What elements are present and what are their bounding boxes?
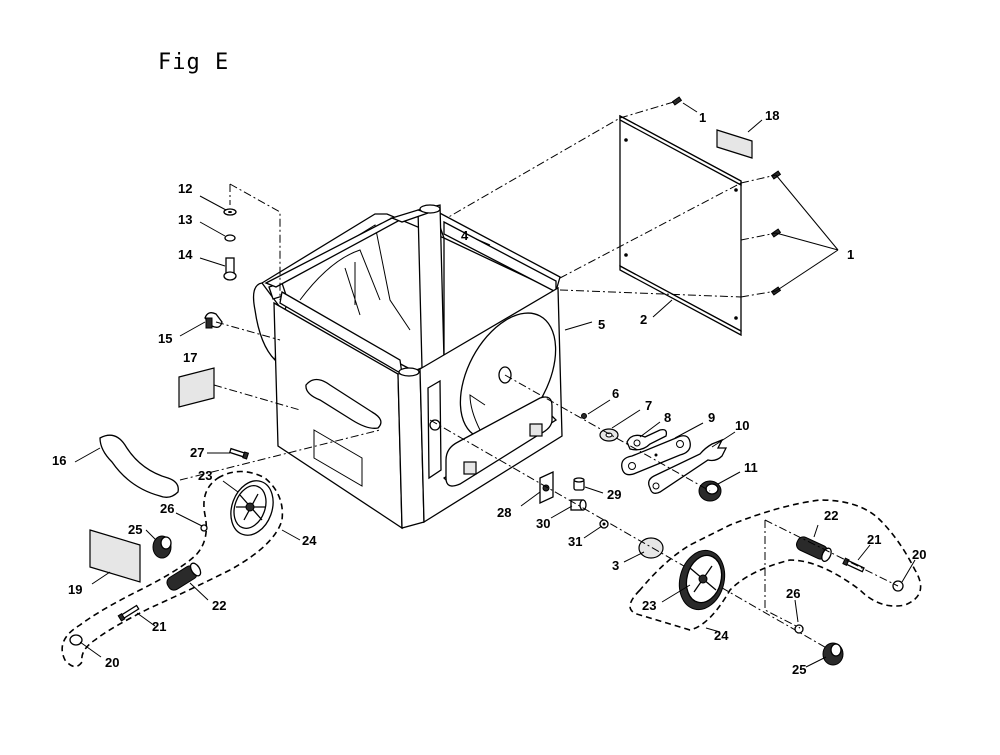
callout-7: 7 (645, 398, 652, 413)
washer-26-left (200, 524, 208, 532)
callout-26-left: 26 (160, 501, 174, 516)
figure-title: Fig E (158, 50, 230, 75)
callout-9: 9 (708, 410, 715, 425)
wrench-8 (626, 428, 668, 451)
bushing-30 (570, 499, 587, 511)
callout-22-left: 22 (212, 598, 226, 613)
callout-11: 11 (744, 460, 758, 475)
pin-21-right (842, 557, 865, 573)
button-29 (573, 477, 585, 491)
handle-16 (99, 434, 179, 498)
callout-26-right: 26 (786, 586, 800, 601)
grip-22-right (796, 536, 832, 562)
callout-5: 5 (598, 317, 605, 332)
small-screw-6 (581, 413, 587, 419)
callout-13: 13 (178, 212, 192, 227)
callout-28: 28 (497, 505, 511, 520)
callout-20-left: 20 (105, 655, 119, 670)
callout-21-right: 21 (867, 532, 881, 547)
callout-23-left: 23 (198, 468, 212, 483)
callout-12: 12 (178, 181, 192, 196)
pin-21-left (117, 604, 140, 622)
bolt-14 (223, 257, 237, 281)
cap-20-left (69, 634, 83, 646)
rear-panel (619, 114, 742, 337)
callout-6: 6 (612, 386, 619, 401)
washer-7 (599, 428, 619, 442)
label-19 (89, 529, 141, 583)
callout-14: 14 (178, 247, 193, 262)
cabinet (252, 204, 563, 530)
callout-10: 10 (735, 418, 749, 433)
knob-25-left (152, 535, 172, 559)
handwheel-left (230, 480, 274, 536)
callout-15: 15 (158, 331, 172, 346)
callout-3: 3 (612, 558, 619, 573)
callout-1-side: 1 (847, 247, 854, 262)
callout-20-right: 20 (912, 547, 926, 562)
washer-3 (638, 537, 664, 559)
callout-8: 8 (664, 410, 671, 425)
callout-23-right: 23 (642, 598, 656, 613)
callout-30: 30 (536, 516, 550, 531)
callout-2: 2 (640, 312, 647, 327)
grip-22-left (166, 562, 202, 591)
callout-1-top: 1 (699, 110, 706, 125)
callout-18: 18 (765, 108, 779, 123)
label-17 (178, 367, 215, 408)
label-18 (716, 129, 753, 159)
washer-26-right (794, 624, 804, 634)
callout-24-right: 24 (714, 628, 729, 643)
screw-27 (228, 447, 250, 460)
knob-25-right (822, 642, 844, 666)
handwheel-assembly-right (629, 499, 922, 631)
callout-24-left: 24 (302, 533, 317, 548)
wrench-9 (621, 435, 691, 476)
callout-17: 17 (183, 350, 197, 365)
callouts: 1 1 2 3 4 5 6 7 8 9 10 11 12 13 14 15 16… (52, 108, 926, 677)
open-wrench-10 (648, 438, 728, 494)
callout-29: 29 (607, 487, 621, 502)
clip-15 (204, 312, 223, 329)
leader-lines (74, 102, 916, 668)
handwheel-right (678, 549, 726, 611)
callout-25-right: 25 (792, 662, 806, 677)
callout-31: 31 (568, 534, 582, 549)
callout-27: 27 (190, 445, 204, 460)
callout-16: 16 (52, 453, 66, 468)
callout-19: 19 (68, 582, 82, 597)
callout-25-left: 25 (128, 522, 142, 537)
callout-4: 4 (461, 228, 469, 243)
callout-22-right: 22 (824, 508, 838, 523)
lock-washer-13 (224, 234, 236, 242)
callout-21-left: 21 (152, 619, 166, 634)
